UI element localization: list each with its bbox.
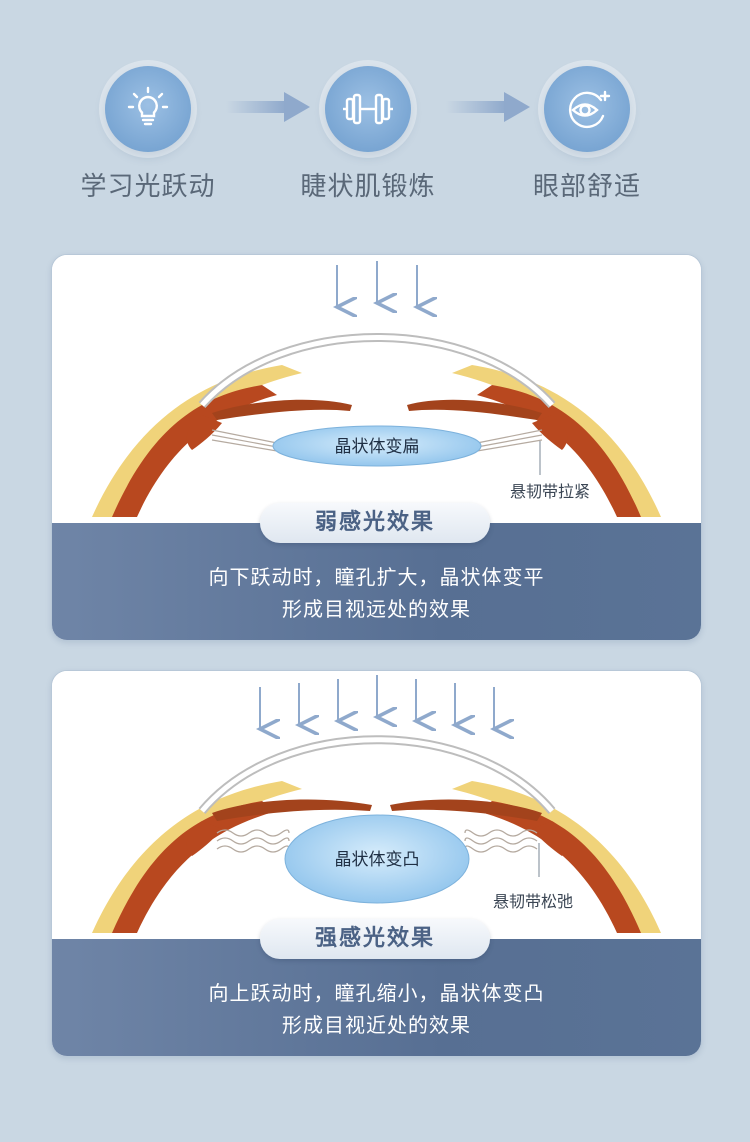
flow-arrow-icon [226,92,310,122]
choroid-right [477,801,641,933]
zonules [211,429,543,452]
light-rays [337,261,417,307]
iris-left [212,399,352,420]
effect-title-pill: 强感光效果 [260,919,490,959]
sclera-left [92,781,302,933]
step-circle [325,66,411,152]
ciliary-right [532,415,568,450]
iris-right [390,799,542,821]
choroid-left [112,385,277,517]
lens-label: 晶状体变扁 [335,437,420,457]
eye-diagram-area: 晶状体变凸 悬韧带松弛 [52,671,701,939]
process-flow: 学习光跃动 睫状肌锻炼 [0,0,750,220]
step-eye-comfort: 眼部舒适 [497,66,677,203]
iris-right [407,399,542,420]
choroid-right [477,385,641,517]
lens-convex [284,814,470,904]
step-label: 眼部舒适 [532,172,641,202]
iris-left [212,799,372,821]
eye-diagram-area: 晶状体变扁 悬韧带拉紧 [52,255,701,523]
ciliary-left [186,415,222,450]
ciliary-right [532,821,568,856]
description-line-2: 形成目视近处的效果 [282,1013,471,1037]
eye-diagram: 晶状体变扁 悬韧带拉紧 [92,261,661,517]
sclera-right [452,365,661,517]
step-circle [105,66,191,152]
light-rays [260,675,494,729]
panel-strong-light: 晶状体变凸 悬韧带松弛 向上跃动时，瞳孔缩小，晶状体变凸 形成目视近处的效果 强… [51,670,702,1057]
lens-flat [272,425,482,467]
zonules [216,829,538,853]
effect-title-pill: 弱感光效果 [260,503,490,543]
choroid-left [112,801,277,933]
sclera-right [452,781,661,933]
eye-comfort-icon [568,90,611,129]
eye-diagram: 晶状体变凸 悬韧带松弛 [92,675,661,933]
annotation-label: 悬韧带拉紧 [510,482,590,501]
light-bulb-icon [127,86,169,126]
step-label: 睫状肌锻炼 [300,172,436,202]
sclera-left [92,365,302,517]
step-label: 学习光跃动 [80,172,216,202]
step-ciliary-exercise: 睫状肌锻炼 [278,66,458,203]
description-line-1: 向下跃动时，瞳孔扩大，晶状体变平 [208,565,545,589]
ciliary-left [186,821,222,856]
lens-label: 晶状体变凸 [335,850,420,870]
flow-arrow-icon [446,92,530,122]
description-line-2: 形成目视远处的效果 [282,597,471,621]
step-learn-light: 学习光跃动 [58,66,238,203]
description-line-1: 向上跃动时，瞳孔缩小，晶状体变凸 [208,981,545,1005]
step-circle [544,66,630,152]
panel-weak-light: 晶状体变扁 悬韧带拉紧 向下跃动时，瞳孔扩大，晶状体变平 形成目视远处的效果 弱… [51,254,702,641]
dumbbell-icon [343,93,393,125]
annotation-label: 悬韧带松弛 [493,892,573,911]
